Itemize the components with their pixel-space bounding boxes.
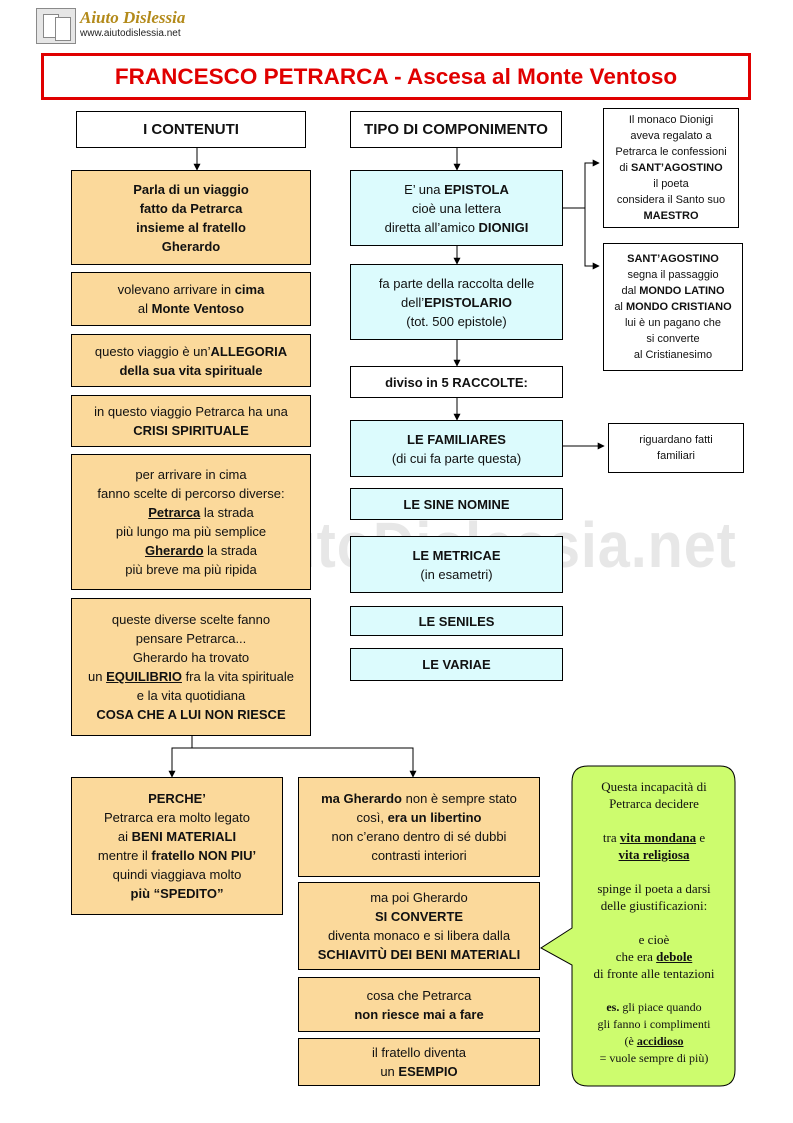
logo: Aiuto Dislessia www.aiutodislessia.net: [36, 6, 206, 44]
box-fratello-esempio: il fratello diventa un ESEMPIO: [298, 1038, 540, 1086]
raccolta-variae: LE VARIAE: [350, 648, 563, 681]
contenuti-box-viaggio: Parla di un viaggio fatto da Petrarca in…: [71, 170, 311, 265]
connector-equilibrio-split: [168, 736, 193, 778]
raccolta-sine-nomine: LE SINE NOMINE: [350, 488, 563, 520]
box-gherardo-libertino: ma Gherardo non è sempre stato così, era…: [298, 777, 540, 877]
logo-url: www.aiutodislessia.net: [80, 28, 181, 39]
note-familiari: riguardano fatti familiari: [608, 423, 744, 473]
logo-name: Aiuto Dislessia: [80, 8, 186, 27]
connector-epistola-to-notes: [563, 159, 600, 209]
tipo-box-epistolario: fa parte della raccolta delle dell’EPIST…: [350, 264, 563, 340]
contenuti-box-allegoria: questo viaggio è un’ALLEGORIA della sua …: [71, 334, 311, 387]
note-sant-agostino: SANT’AGOSTINO segna il passaggio dal MON…: [603, 243, 743, 371]
contenuti-box-equilibrio: queste diverse scelte fanno pensare Petr…: [71, 598, 311, 736]
box-petrarca-non-riesce: cosa che Petrarca non riesce mai a fare: [298, 977, 540, 1032]
logo-book-icon: [36, 8, 76, 44]
header-tipo-componimento: TIPO DI COMPONIMENTO: [350, 111, 562, 148]
box-gherardo-converte: ma poi Gherardo SI CONVERTE diventa mona…: [298, 882, 540, 970]
page-title: FRANCESCO PETRARCA - Ascesa al Monte Ven…: [41, 53, 751, 100]
contenuti-box-cima: volevano arrivare in cima al Monte Vento…: [71, 272, 311, 326]
speech-bubble: [540, 765, 736, 1087]
raccolta-seniles: LE SENILES: [350, 606, 563, 636]
tipo-box-epistola: E’ una EPISTOLA cioè una lettera diretta…: [350, 170, 563, 246]
box-perche: PERCHE’ Petrarca era molto legato ai BEN…: [71, 777, 283, 915]
note-dionigi: Il monaco Dionigi aveva regalato a Petra…: [603, 108, 739, 228]
raccolta-metricae: LE METRICAE (in esametri): [350, 536, 563, 593]
header-contenuti: I CONTENUTI: [76, 111, 306, 148]
contenuti-box-crisi: in questo viaggio Petrarca ha una CRISI …: [71, 395, 311, 447]
contenuti-box-percorso: per arrivare in cima fanno scelte di per…: [71, 454, 311, 590]
raccolta-familiares: LE FAMILIARES (di cui fa parte questa): [350, 420, 563, 477]
tipo-box-diviso: diviso in 5 RACCOLTE:: [350, 366, 563, 398]
bubble-text: Questa incapacità di Petrarca decidere t…: [593, 779, 715, 1065]
